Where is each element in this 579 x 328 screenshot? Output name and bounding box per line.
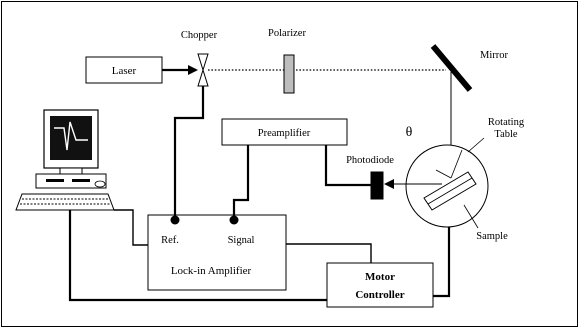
- laser: Laser: [85, 56, 163, 84]
- lockin-label: Lock-in Amplifier: [171, 265, 252, 277]
- ref-terminal: [170, 215, 180, 225]
- computer-case: [35, 173, 107, 189]
- wire-preamp-signal: [232, 145, 250, 216]
- rotating-table-label-1: Rotating: [488, 117, 525, 128]
- sample-leader: [463, 204, 479, 229]
- chopper-blade-bottom: [197, 68, 209, 87]
- lockin-box: [147, 214, 287, 291]
- chopper-blade-top: [197, 53, 209, 72]
- signal-terminal: [229, 215, 239, 225]
- polarizer-plate: [283, 54, 295, 94]
- sample-surface: [427, 177, 473, 205]
- wire-chopper-ref: [173, 86, 205, 216]
- motor-controller-box: [326, 262, 434, 308]
- wire-photodiode-preamp: [324, 145, 371, 187]
- mirror: Mirror: [430, 44, 508, 92]
- computer-workstation-icon: [15, 109, 115, 211]
- sample-normal: [435, 169, 452, 179]
- polarizer-label: Polarizer: [268, 28, 306, 39]
- mirror-label: Mirror: [480, 50, 508, 61]
- preamplifier: Preamplifier: [221, 118, 348, 146]
- sample-angle-line: [450, 149, 463, 179]
- drive-slot-1: [46, 179, 64, 182]
- lockin-amplifier: Ref. Signal Lock-in Amplifier: [147, 214, 287, 291]
- wire-computer-lockin: [114, 209, 148, 246]
- monitor-screen: [50, 116, 92, 160]
- chopper-label: Chopper: [181, 30, 218, 41]
- mirror-plate: [430, 44, 473, 92]
- photodiode-body: [370, 171, 384, 200]
- polarizer: Polarizer: [268, 28, 306, 94]
- motor-label-1: Motor: [365, 271, 395, 283]
- ref-label: Ref.: [161, 235, 179, 246]
- signal-label: Signal: [228, 235, 255, 246]
- photodiode: Photodiode: [346, 155, 394, 200]
- photodiode-label: Photodiode: [346, 155, 394, 166]
- rotating-table: Rotating Table θ Sample: [405, 117, 525, 242]
- laser-label: Laser: [112, 65, 137, 77]
- drive-slot-2: [72, 179, 90, 182]
- theta-symbol: θ: [406, 125, 413, 140]
- sample-label: Sample: [476, 231, 508, 242]
- rotating-table-label-2: Table: [494, 129, 518, 140]
- mouse: [94, 180, 106, 188]
- screen-signal-trace: [54, 121, 88, 151]
- keyboard: [15, 193, 115, 211]
- monitor-stand: [59, 167, 83, 175]
- wire-lockin-motor: [286, 243, 372, 263]
- motor-controller: Motor Controller: [326, 262, 434, 308]
- wire-computer-motor: [68, 200, 327, 302]
- laser-box: [85, 56, 163, 84]
- preamplifier-box: [221, 118, 348, 146]
- motor-label-2: Controller: [355, 289, 404, 301]
- chopper: Chopper: [181, 30, 218, 87]
- wire-motor-table: [433, 227, 451, 298]
- rotating-table-leader: [467, 137, 485, 153]
- preamplifier-label: Preamplifier: [258, 128, 311, 139]
